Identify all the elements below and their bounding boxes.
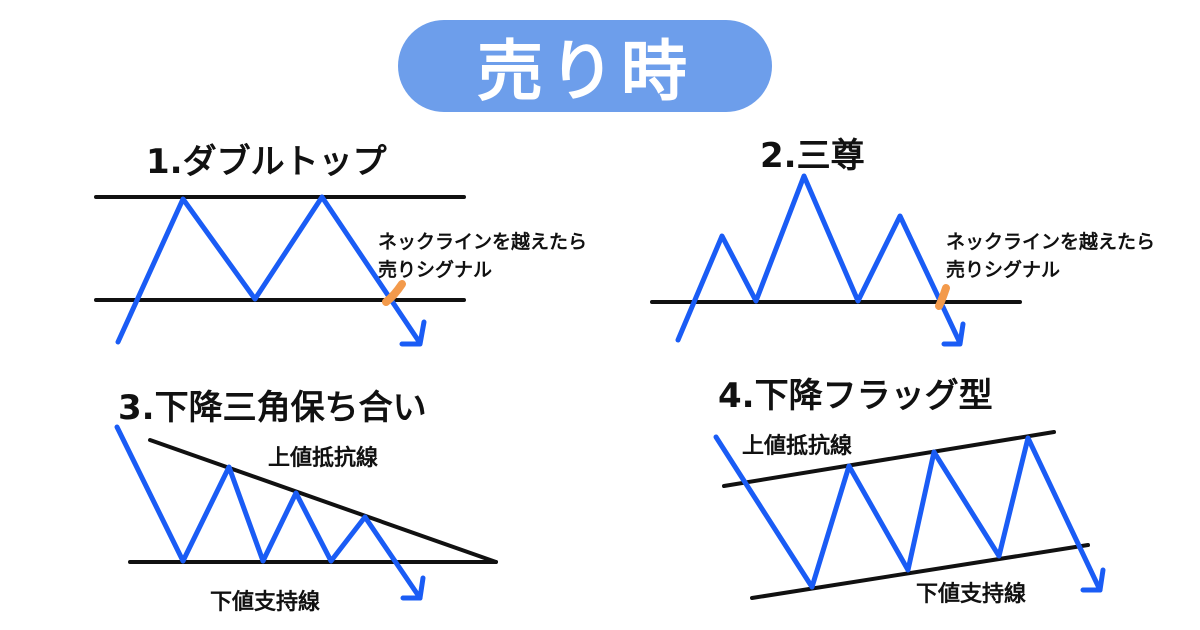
upper-resistance-label-triangle: 上値抵抗線 xyxy=(268,446,379,471)
note-double-top: ネックラインを越えたら 売りシグナル xyxy=(378,228,587,284)
lower-support-label-triangle: 下値支持線 xyxy=(210,590,321,615)
arrow-head xyxy=(399,319,427,347)
heading-bear-flag: 4.下降フラッグ型 xyxy=(718,376,993,416)
upper-resistance-line xyxy=(722,430,1056,488)
lower-support-label-flag: 下値支持線 xyxy=(916,582,1027,607)
price-line xyxy=(115,194,423,346)
note-line-1: ネックラインを越えたら xyxy=(378,231,588,253)
title-badge: 売り時 xyxy=(398,20,772,112)
price-line xyxy=(713,434,1103,593)
page-title: 売り時 xyxy=(477,33,693,110)
note-line-1: ネックラインを越えたら xyxy=(946,231,1156,253)
upper-resistance-label-flag: 上値抵抗線 xyxy=(742,434,853,459)
heading-descending-triangle: 3.下降三角保ち合い xyxy=(118,388,427,428)
note-head-and-shoulders: ネックラインを越えたら 売りシグナル xyxy=(946,228,1155,284)
arrow-head xyxy=(941,321,966,347)
lower-support-line xyxy=(750,543,1090,600)
heading-double-top: 1.ダブルトップ xyxy=(146,142,387,182)
price-line xyxy=(114,424,423,601)
note-line-2: 売りシグナル xyxy=(946,259,1061,281)
arrow-head xyxy=(400,575,426,601)
note-line-2: 売りシグナル xyxy=(378,259,493,281)
heading-head-and-shoulders: 2.三尊 xyxy=(760,136,865,176)
arrow-head xyxy=(1080,567,1106,593)
signal-mark xyxy=(382,280,406,306)
price-line xyxy=(675,173,963,346)
upper-resistance-line xyxy=(148,438,498,564)
signal-mark xyxy=(935,284,950,310)
